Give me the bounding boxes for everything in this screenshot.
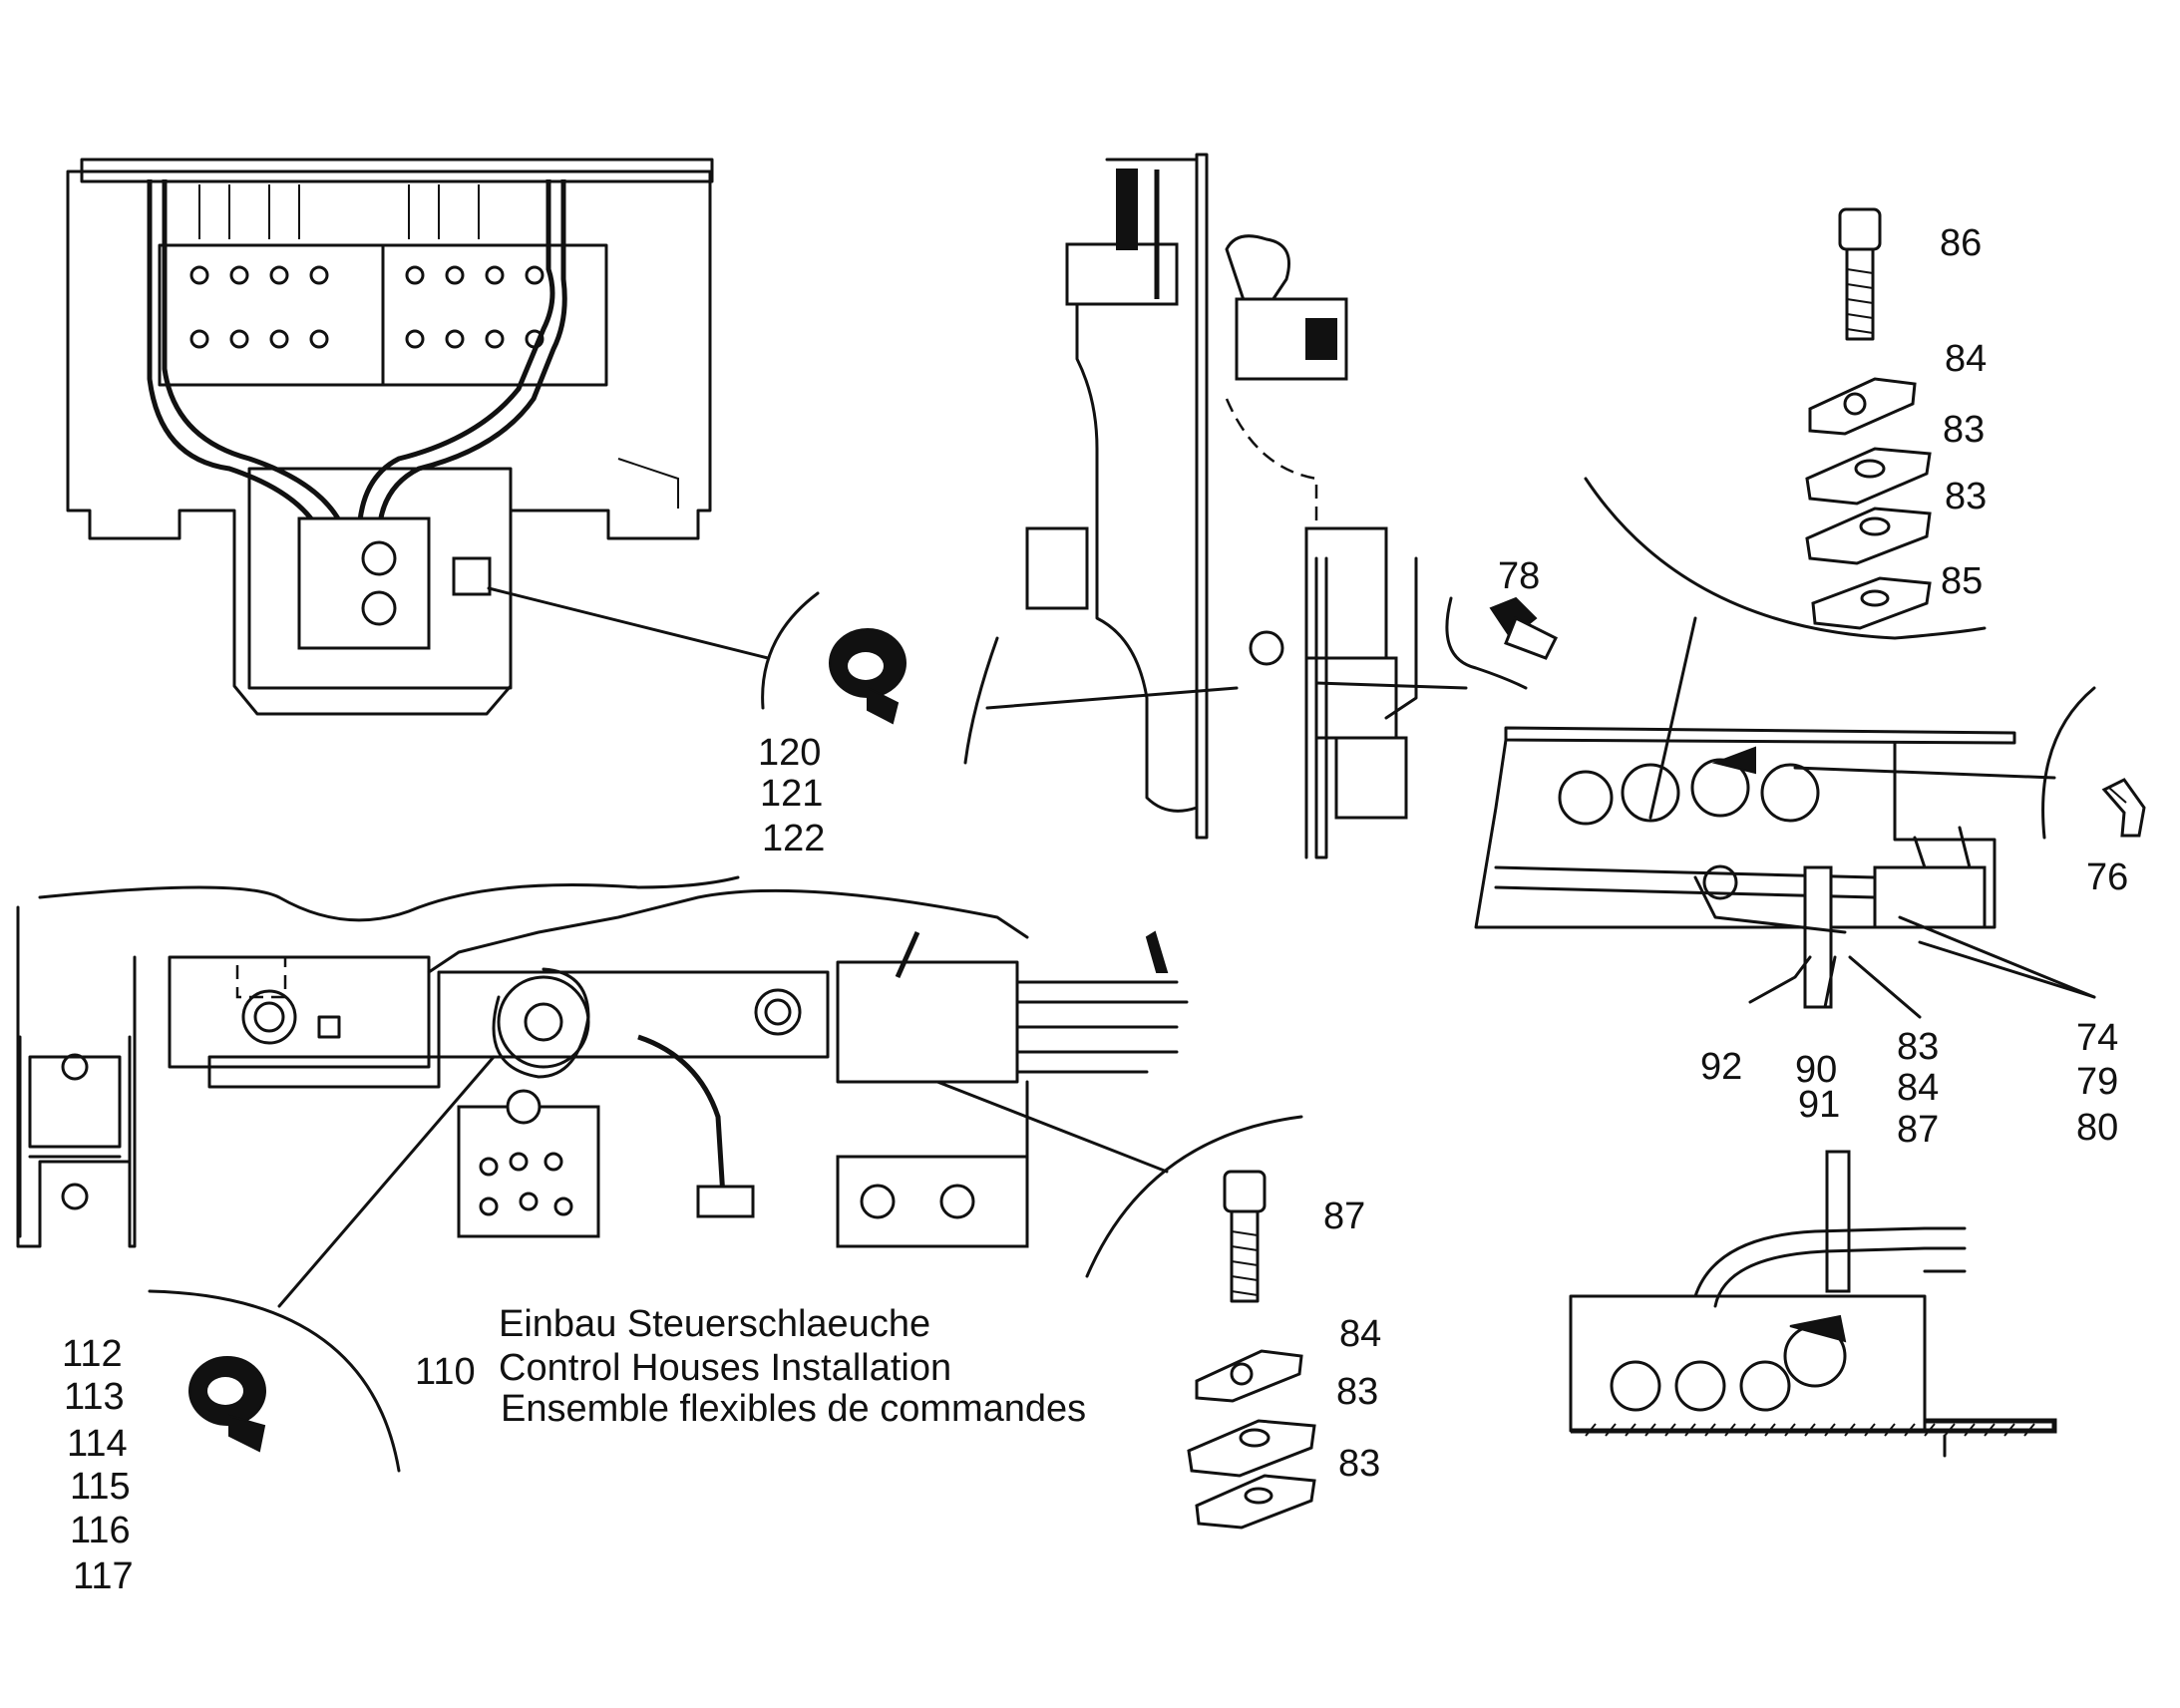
leader-line [1748,955,1812,1004]
leader-line [1793,766,2056,780]
callout-84: 84 [1897,1067,1939,1109]
assembly-number: 110 [415,1351,476,1393]
valve-block-side-view [1025,153,1418,859]
detail-arc [963,636,999,765]
callout-92: 92 [1700,1046,1742,1088]
manifold-side-view [1569,1150,2057,1458]
title-german: Einbau Steuerschlaeuche [499,1303,930,1345]
callout-116: 116 [70,1510,131,1551]
detail-arc [148,1289,401,1473]
callout-83: 83 [1943,409,1985,451]
callout-84: 84 [1945,338,1987,380]
callout-84: 84 [1339,1313,1381,1355]
leader-line [1898,915,2096,999]
callout-74: 74 [2076,1017,2118,1059]
detail-arc [2041,686,2096,840]
callout-113: 113 [64,1376,125,1418]
part-stack-bottom [1187,1170,1316,1530]
fitting-icon [1489,596,1559,660]
part-stack-top [1805,207,1932,630]
elbow-fitting-icon [2101,778,2146,838]
callout-112: 112 [62,1333,123,1375]
leader-line [935,1080,1169,1174]
callout-90: 90 [1795,1049,1837,1091]
assembly-title: 110 Einbau Steuerschlaeuche Control Hous… [415,1303,1086,1430]
callout-83: 83 [1897,1026,1939,1068]
callout-87: 87 [1897,1109,1939,1151]
callout-83: 83 [1338,1443,1380,1485]
callout-83: 83 [1945,476,1987,517]
callout-91: 91 [1798,1084,1840,1126]
detail-arc [1584,477,1987,640]
detail-arc [1445,596,1528,690]
callout-87: 87 [1323,1196,1365,1237]
hose-clip-icon [188,1356,266,1453]
detail-arc [492,967,590,1079]
callout-120: 120 [758,732,821,774]
leader-line [277,1055,496,1308]
leader-line [1848,955,1922,1019]
transmission-top-view [66,158,714,716]
leader-line [487,586,770,660]
callout-78: 78 [1498,555,1540,597]
hose-clip-icon [829,628,907,725]
leader-line [1918,940,2096,999]
callout-121: 121 [760,773,823,815]
callout-117: 117 [73,1555,134,1597]
axle-side-view [16,875,1189,1248]
leader-line [1314,681,1468,690]
callout-80: 80 [2076,1107,2118,1149]
detail-arc [1085,1115,1303,1278]
leader-line [985,686,1239,710]
callout-79: 79 [2076,1061,2118,1103]
manifold-top-view [1474,726,2016,1009]
callout-114: 114 [67,1423,128,1465]
callout-86: 86 [1940,222,1982,264]
title-french: Ensemble flexibles de commandes [501,1388,1086,1430]
leader-line [1648,616,1697,820]
callout-labels: 86 84 83 83 85 78 120 121 122 76 92 90 9… [62,222,2128,1597]
detail-arc [761,591,820,710]
bolt-grid [189,265,545,349]
callout-85: 85 [1941,560,1983,602]
callout-115: 115 [70,1466,131,1508]
callout-122: 122 [762,818,825,859]
leader-line [1823,955,1837,1009]
title-english: Control Houses Installation [499,1347,951,1389]
callout-76: 76 [2086,856,2128,898]
callout-83: 83 [1336,1371,1378,1413]
